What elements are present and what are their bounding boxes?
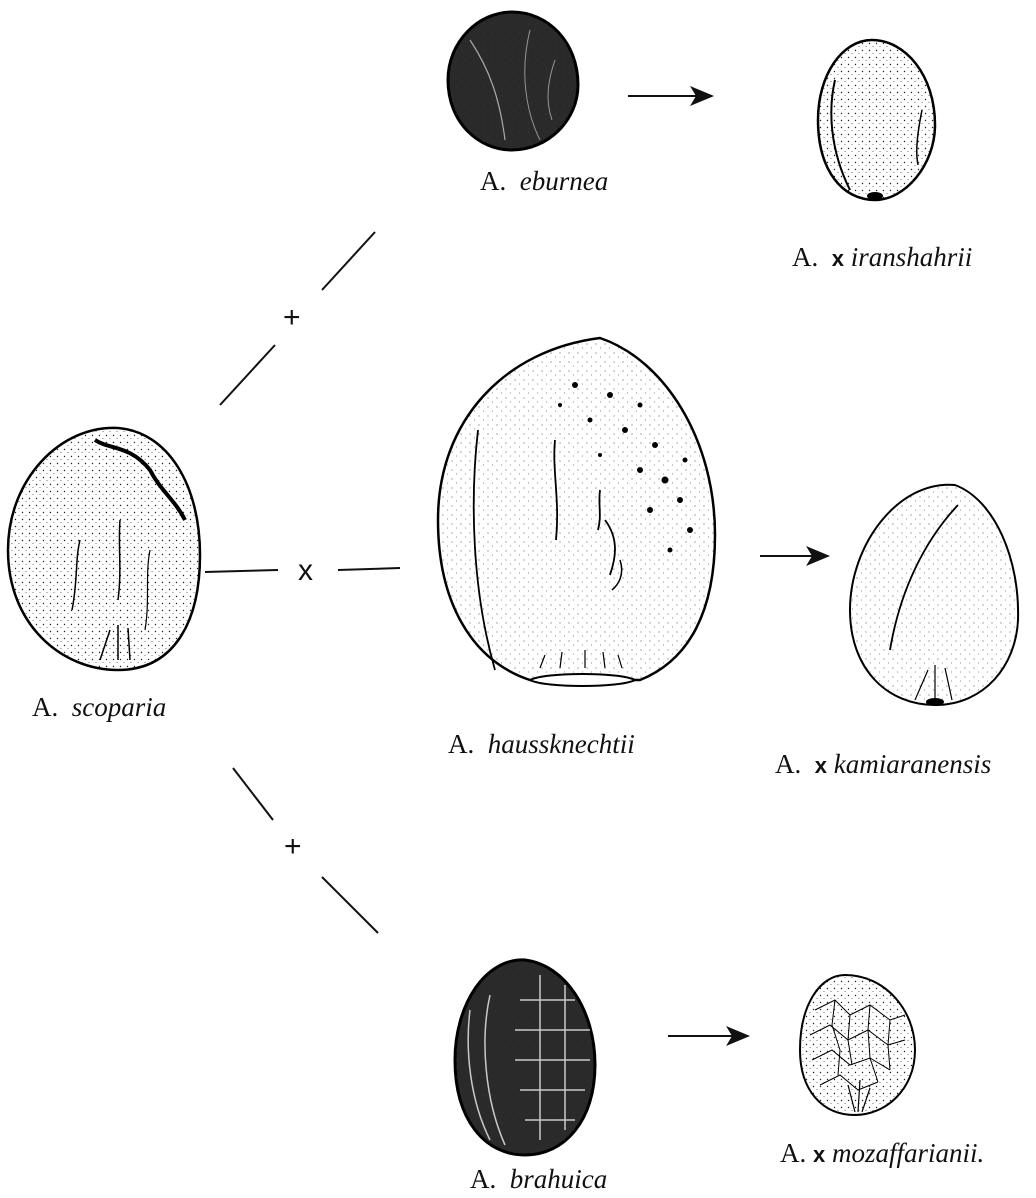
label-genus: A. [470, 1164, 496, 1194]
label-genus: A. [780, 1138, 806, 1168]
connector-lower [233, 768, 378, 933]
seed-iranshahrii [818, 40, 935, 200]
seed-eburnea [448, 12, 578, 150]
label-cross-mark: x [815, 753, 827, 778]
seed-scoparia [8, 428, 200, 670]
label-genus: A. [775, 749, 801, 779]
label-genus: A. [32, 692, 58, 722]
label-genus: A. [448, 729, 474, 759]
label-haussknechtii: A. haussknechtii [448, 731, 635, 758]
label-eburnea: A. eburnea [480, 168, 608, 195]
cross-operator-upper: + [283, 303, 301, 333]
label-species: haussknechtii [488, 729, 635, 759]
label-mozaffarianii: A. x mozaffarianii. [780, 1140, 984, 1167]
label-species: kamiaranensis [834, 749, 992, 779]
seed-haussknechtii [438, 338, 715, 686]
cross-operator-lower: + [284, 832, 302, 862]
label-species: scoparia [72, 692, 167, 722]
label-species: eburnea [520, 166, 608, 196]
cross-operator-middle: x [298, 556, 313, 586]
label-kamiaranensis: A. x kamiaranensis [775, 751, 991, 778]
label-iranshahrii: A. x iranshahrii [792, 244, 972, 271]
label-species: iranshahrii [851, 242, 973, 272]
seed-mozaffarianii [800, 975, 915, 1115]
label-cross-mark: x [813, 1142, 825, 1167]
seed-brahuica [455, 960, 595, 1155]
label-cross-mark: x [832, 246, 844, 271]
label-species: mozaffarianii. [832, 1138, 984, 1168]
label-species: brahuica [510, 1164, 608, 1194]
label-genus: A. [792, 242, 818, 272]
seed-kamiaranensis [850, 485, 1018, 706]
label-scoparia: A. scoparia [32, 694, 166, 721]
label-brahuica: A. brahuica [470, 1166, 607, 1193]
label-genus: A. [480, 166, 506, 196]
